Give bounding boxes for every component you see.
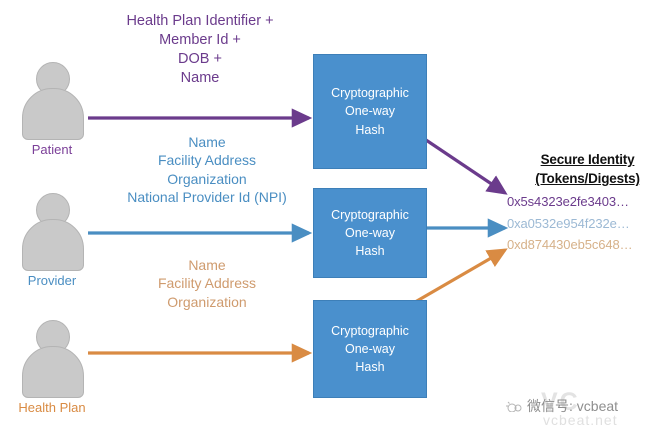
actor-health-plan-label: Health Plan [18, 400, 86, 415]
attribute-line: Health Plan Identifier + [126, 13, 274, 29]
hash-box-line: Hash [355, 122, 385, 137]
actor-health-plan: Health Plan [16, 320, 88, 415]
token-list: 0x5s4323e2fe3403… 0xa0532e954f232e… 0xd8… [507, 191, 670, 256]
attributes-patient: Health Plan Identifier + Member Id + DOB… [96, 12, 304, 89]
hash-box-line: Cryptographic [331, 86, 409, 101]
arrow-hash1-to-token [425, 138, 508, 195]
person-body [22, 88, 84, 140]
secure-identity-title-line1: Secure Identity [540, 152, 635, 167]
secure-identity-panel: Secure Identity (Tokens/Digests) 0x5s432… [505, 150, 670, 256]
watermark-logo: VC [541, 388, 580, 416]
actor-patient-label: Patient [31, 142, 73, 157]
attributes-provider: Name Facility Address Organization Natio… [100, 133, 314, 207]
cloud-icon [506, 401, 522, 412]
hash-box-line: Cryptographic [331, 323, 409, 338]
attribute-line: Name [188, 134, 226, 150]
person-body [22, 346, 84, 398]
actor-patient: Patient [16, 62, 88, 157]
token-provider: 0xa0532e954f232e… [507, 215, 630, 231]
token-health-plan: 0xd874430eb5c648… [507, 237, 633, 253]
hash-box-line: Hash [355, 360, 385, 375]
attribute-line: Organization [167, 293, 247, 310]
secure-identity-title-line2: (Tokens/Digests) [535, 171, 640, 187]
actor-provider-label: Provider [27, 273, 77, 288]
person-icon [16, 193, 88, 271]
attribute-line: National Provider Id (NPI) [127, 189, 287, 206]
attribute-line: Facility Address [157, 275, 257, 292]
watermark: VC vcbeat.net 微信号: vcbeat [505, 388, 665, 430]
attribute-line: Member Id + [159, 32, 241, 49]
hash-box-patient: Cryptographic One-way Hash [313, 54, 427, 169]
watermark-site: vcbeat.net [543, 412, 618, 428]
hash-box-line: One-way [344, 225, 395, 240]
attributes-health-plan: Name Facility Address Organization [112, 256, 302, 311]
hash-box-line: One-way [344, 341, 395, 356]
arrow-hash3-to-token [409, 248, 508, 307]
attribute-line: Name [188, 257, 226, 273]
secure-identity-title: Secure Identity (Tokens/Digests) [505, 150, 670, 188]
person-body [22, 219, 84, 271]
hash-box-line: Hash [355, 244, 385, 259]
attribute-line: Facility Address [157, 152, 257, 169]
attribute-line: Name [180, 70, 220, 87]
actor-provider: Provider [16, 193, 88, 288]
person-icon [16, 62, 88, 140]
token-patient: 0x5s4323e2fe3403… [507, 194, 629, 210]
person-icon [16, 320, 88, 398]
hash-box-line: One-way [344, 104, 395, 119]
hash-box-health-plan: Cryptographic One-way Hash [313, 300, 427, 398]
watermark-text: 微信号: vcbeat [527, 398, 619, 414]
hash-box-provider: Cryptographic One-way Hash [313, 188, 427, 278]
hash-box-line: Cryptographic [331, 207, 409, 222]
attribute-line: DOB + [178, 51, 222, 68]
attribute-line: Organization [167, 170, 247, 187]
